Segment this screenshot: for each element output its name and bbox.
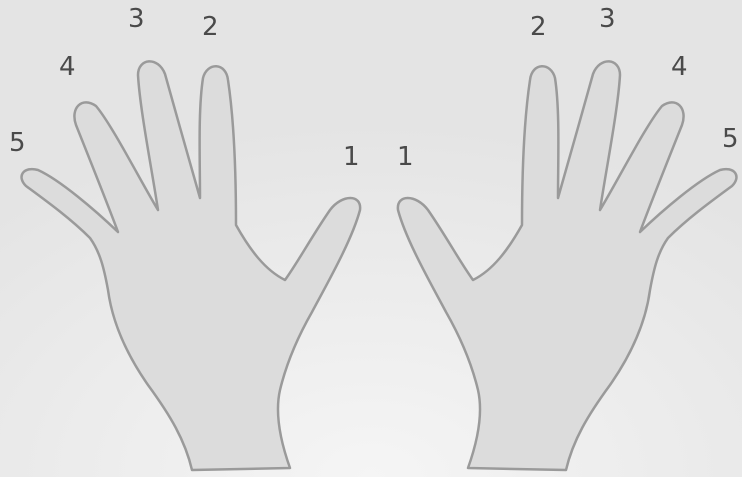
right-middle-finger-label: 3: [599, 6, 616, 32]
left-ring-finger-label: 4: [59, 54, 76, 80]
right-pinky-label: 5: [722, 126, 739, 152]
right-thumb-label: 1: [397, 144, 414, 170]
right-ring-finger-label: 4: [671, 54, 688, 80]
left-pinky-label: 5: [9, 130, 26, 156]
right-index-finger-label: 2: [530, 14, 547, 40]
left-thumb-label: 1: [343, 144, 360, 170]
left-index-finger-label: 2: [202, 14, 219, 40]
left-middle-finger-label: 3: [128, 6, 145, 32]
